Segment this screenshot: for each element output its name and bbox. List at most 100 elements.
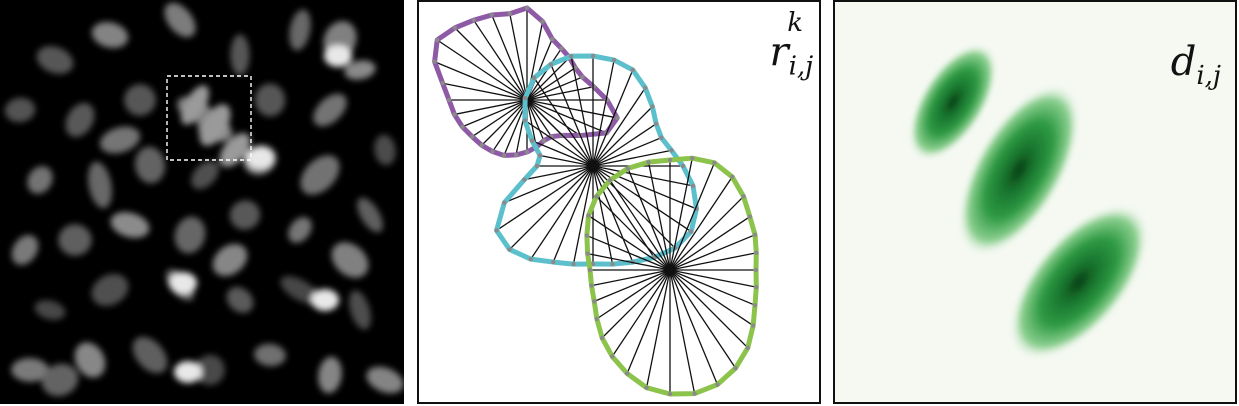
ray-vertex <box>559 46 564 51</box>
nucleus <box>254 83 286 117</box>
ray-vertex <box>659 135 664 140</box>
ray-vertex <box>752 303 758 308</box>
ray <box>471 99 528 138</box>
nucleus <box>91 22 129 48</box>
ray-vertex <box>650 104 655 109</box>
ray <box>627 168 671 271</box>
ray-vertex <box>584 233 590 238</box>
ray <box>526 48 562 101</box>
ray-vertex <box>625 166 631 171</box>
ray-vertex <box>586 213 591 218</box>
nucleus <box>91 274 129 306</box>
nucleus <box>34 300 66 320</box>
ray <box>669 269 737 369</box>
ray-vertex <box>643 85 648 91</box>
ray-vertex <box>507 11 513 16</box>
nucleus <box>226 287 254 313</box>
ray-vertex <box>460 124 465 129</box>
ray <box>588 215 671 271</box>
ray-vertex <box>753 267 759 273</box>
ray-vertex <box>680 163 686 169</box>
ray <box>524 165 594 181</box>
ray-vertex <box>571 261 576 267</box>
bright-nucleus <box>311 289 339 311</box>
ray <box>526 76 583 101</box>
ray <box>596 269 671 320</box>
ray-vertex <box>435 37 440 43</box>
ray-vertex <box>611 57 617 63</box>
ray-vertex <box>522 177 527 182</box>
ray <box>647 161 671 271</box>
ray <box>669 269 719 385</box>
distance-blob-2 <box>957 84 1081 256</box>
nucleus <box>88 161 112 209</box>
star-polygon-1 <box>432 5 620 158</box>
polygon-center <box>590 163 596 169</box>
ray-vertex <box>452 25 458 31</box>
ray <box>504 165 594 204</box>
ray-vertex <box>440 81 445 86</box>
zoom-box <box>166 75 252 161</box>
ray <box>550 64 594 167</box>
ray <box>669 216 751 271</box>
ray <box>669 158 693 271</box>
ray <box>669 234 756 271</box>
nucleus <box>288 217 312 243</box>
ray-vertex <box>752 232 758 237</box>
ray <box>570 56 594 167</box>
ray-vertex <box>750 323 756 328</box>
nucleus <box>4 97 36 123</box>
ray-vertex <box>548 62 554 67</box>
ray-vertex <box>513 152 519 158</box>
ray-vertex <box>490 149 495 154</box>
ray <box>442 82 528 101</box>
ray <box>592 165 692 233</box>
ray <box>530 165 594 260</box>
ray-vertex <box>594 316 600 322</box>
ray <box>592 123 657 167</box>
ray <box>669 162 715 271</box>
nucleus <box>199 104 231 146</box>
ray <box>526 99 618 119</box>
ray-vertex <box>502 200 507 205</box>
ray <box>462 99 528 128</box>
ray <box>611 269 671 357</box>
ray-vertex <box>452 112 457 117</box>
ray-vertex <box>534 163 540 169</box>
ray-vertex <box>585 251 590 256</box>
ray <box>596 196 671 271</box>
polygon-center <box>667 267 673 273</box>
ray <box>592 165 655 258</box>
nucleus <box>132 336 168 374</box>
nucleus <box>164 2 196 38</box>
ray <box>626 269 671 374</box>
ray-vertex <box>690 183 696 189</box>
nucleus <box>195 354 225 386</box>
nucleus <box>289 9 311 51</box>
ray-vertex <box>745 345 750 350</box>
nucleus <box>41 363 79 397</box>
ray <box>592 106 653 167</box>
ray-label: ri,jk <box>769 8 814 82</box>
distance-blob-1 <box>908 43 998 161</box>
bright-nucleus <box>246 147 274 169</box>
star-polygon-diagram <box>432 5 759 397</box>
ray-vertex <box>610 354 615 359</box>
ray <box>669 269 754 327</box>
ray <box>434 61 528 101</box>
ray-vertex <box>469 134 475 139</box>
ray-vertex <box>529 138 535 143</box>
ray-vertex <box>432 59 437 64</box>
bright-nucleus <box>174 361 202 383</box>
nucleus <box>357 197 383 233</box>
bright-nucleus <box>169 272 197 294</box>
ray <box>609 179 671 271</box>
ray-vertex <box>715 382 720 387</box>
ray <box>669 269 756 306</box>
ray-vertex <box>537 153 543 158</box>
nucleus <box>300 155 340 195</box>
ray-vertex <box>541 138 547 143</box>
ray-vertex <box>551 259 556 265</box>
ray-vertex <box>690 155 695 161</box>
ray <box>524 97 594 167</box>
